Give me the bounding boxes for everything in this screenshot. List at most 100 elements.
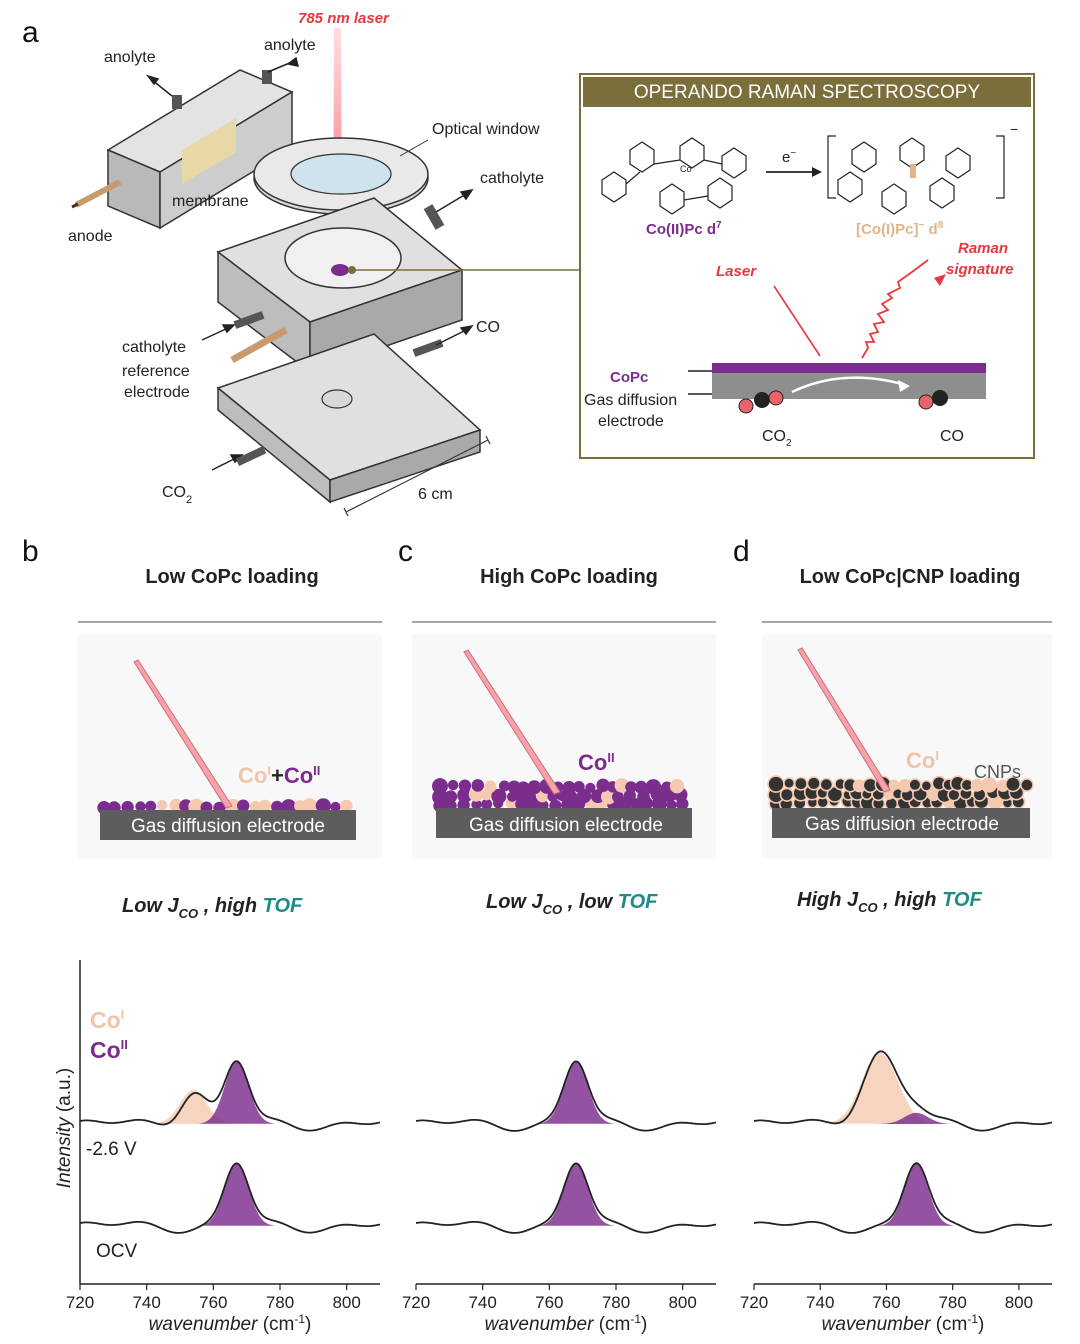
catholyte-in-label: catholyte xyxy=(122,339,186,356)
catalyst-particle xyxy=(498,780,510,792)
catalyst-particle xyxy=(612,791,624,803)
bracket-charge: − xyxy=(1010,121,1018,137)
x-axis-label: wavenumber (cm-1) xyxy=(485,1312,648,1335)
arrows-anolyte xyxy=(146,56,300,97)
x-tick-label: 760 xyxy=(535,1293,563,1312)
gde-label-d: Gas diffusion electrode xyxy=(805,814,999,835)
spectrum-trace xyxy=(79,1060,381,1132)
catalyst-particle xyxy=(590,789,605,804)
catalyst-particle xyxy=(432,778,448,795)
perf-d: High JCO , high TOF xyxy=(797,889,982,915)
catalyst-particle xyxy=(471,779,485,792)
raman-sig-label-1: Raman xyxy=(958,240,1008,257)
x-tick-label: 740 xyxy=(806,1293,834,1312)
box-gde-label-2: electrode xyxy=(598,413,664,430)
spectrum-trace xyxy=(753,1050,1053,1132)
catalyst-particle xyxy=(888,779,900,791)
catalyst-particle xyxy=(145,800,157,812)
catalyst-particle xyxy=(444,790,458,803)
catalyst-particle xyxy=(970,778,984,792)
col-title-c: High CoPc loading xyxy=(480,566,658,588)
box-laser-line xyxy=(773,285,821,357)
catalyst-particle xyxy=(908,778,922,792)
catalyst-particle xyxy=(156,800,168,811)
catalyst-particle xyxy=(779,787,794,802)
x-tick-label: 720 xyxy=(740,1293,768,1312)
catalyst-particle xyxy=(516,781,530,795)
catalyst-particle xyxy=(669,779,685,794)
species-c: CoII xyxy=(578,750,615,775)
catalyst-particle xyxy=(806,776,821,791)
illus-d xyxy=(767,647,1034,838)
co2-in-label: CO2 xyxy=(162,484,192,506)
box-copc-label: CoPc xyxy=(610,369,648,386)
raman-wave-arrowhead xyxy=(934,274,946,286)
catalyst-particle xyxy=(237,799,250,812)
peak-coii xyxy=(876,1112,956,1124)
legend-coi: CoI xyxy=(90,1007,124,1033)
catalyst-particle xyxy=(920,779,933,792)
col-title-d: Low CoPc|CNP loading xyxy=(800,566,1021,588)
catalyst-particle xyxy=(573,781,585,793)
raman-wave xyxy=(861,259,929,359)
catalyst-particle xyxy=(556,790,568,802)
species-d-coi: CoI xyxy=(906,748,939,773)
arrows-cathode xyxy=(201,188,474,471)
catalyst-particle xyxy=(169,798,183,812)
spectrum-trace xyxy=(79,1162,381,1234)
x-axis-label: wavenumber (cm-1) xyxy=(822,1312,985,1335)
peak-coii xyxy=(197,1062,276,1124)
scale-bar xyxy=(343,435,491,517)
perf-b: Low JCO , high TOF xyxy=(122,895,303,921)
box-gde-label-1: Gas diffusion xyxy=(584,392,677,409)
x-tick-label: 800 xyxy=(668,1293,696,1312)
catalyst-particle xyxy=(249,800,262,813)
spectra: 720 740 760 780 800 wavenumber (cm-1) 720 740 76… xyxy=(66,960,1053,1335)
catalyst-particle xyxy=(302,798,317,813)
spectrum-trace xyxy=(415,1060,717,1132)
illus-c xyxy=(432,649,692,838)
x-tick-label: 760 xyxy=(199,1293,227,1312)
col-title-b: Low CoPc loading xyxy=(145,566,318,588)
raman-sig-label-2: signature xyxy=(946,261,1014,278)
catalyst-particle xyxy=(981,777,998,793)
membrane-patch xyxy=(182,118,236,184)
catalyst-particle xyxy=(645,779,662,795)
catalyst-particle xyxy=(527,780,542,795)
illus-b xyxy=(97,659,356,840)
peak-coii xyxy=(876,1164,956,1226)
coipc-molecule xyxy=(827,135,1005,215)
x-tick-label: 740 xyxy=(132,1293,160,1312)
panel-label-b: b xyxy=(22,535,39,568)
box-co2-label: CO2 xyxy=(762,428,792,449)
catalyst-particle xyxy=(898,779,912,793)
catalyst-particle xyxy=(666,799,677,811)
gde-label-c: Gas diffusion electrode xyxy=(469,815,663,836)
x-axis-label: wavenumber (cm-1) xyxy=(149,1312,312,1335)
catalyst-particle xyxy=(767,775,785,793)
gde-label-b: Gas diffusion electrode xyxy=(131,816,325,837)
box-laser-label: Laser xyxy=(716,263,757,280)
electron-label: e− xyxy=(782,148,796,166)
catalyst-particle xyxy=(447,779,459,791)
membrane-label: membrane xyxy=(172,193,249,210)
peak-coii xyxy=(536,1062,616,1124)
laser-label: 785 nm laser xyxy=(298,10,390,27)
x-tick-label: 780 xyxy=(938,1293,966,1312)
x-tick-label: 720 xyxy=(66,1293,94,1312)
peak-coii xyxy=(197,1164,276,1226)
legend-coii: CoII xyxy=(90,1037,128,1063)
spectrum-trace xyxy=(415,1162,717,1234)
box-electrode xyxy=(688,363,986,414)
connector xyxy=(348,266,580,274)
catalyst-particle xyxy=(852,779,866,793)
x-tick-label: 720 xyxy=(402,1293,430,1312)
catalyst-particle xyxy=(457,787,473,803)
peak-coi xyxy=(820,1052,939,1124)
perf-c: Low JCO , low TOF xyxy=(486,891,658,917)
anolyte-compartment xyxy=(71,69,294,230)
catalyst-particle xyxy=(783,777,796,790)
raman-box-title: OPERANDO RAMAN SPECTROSCOPY xyxy=(634,82,981,103)
catalyst-particle xyxy=(596,778,610,792)
